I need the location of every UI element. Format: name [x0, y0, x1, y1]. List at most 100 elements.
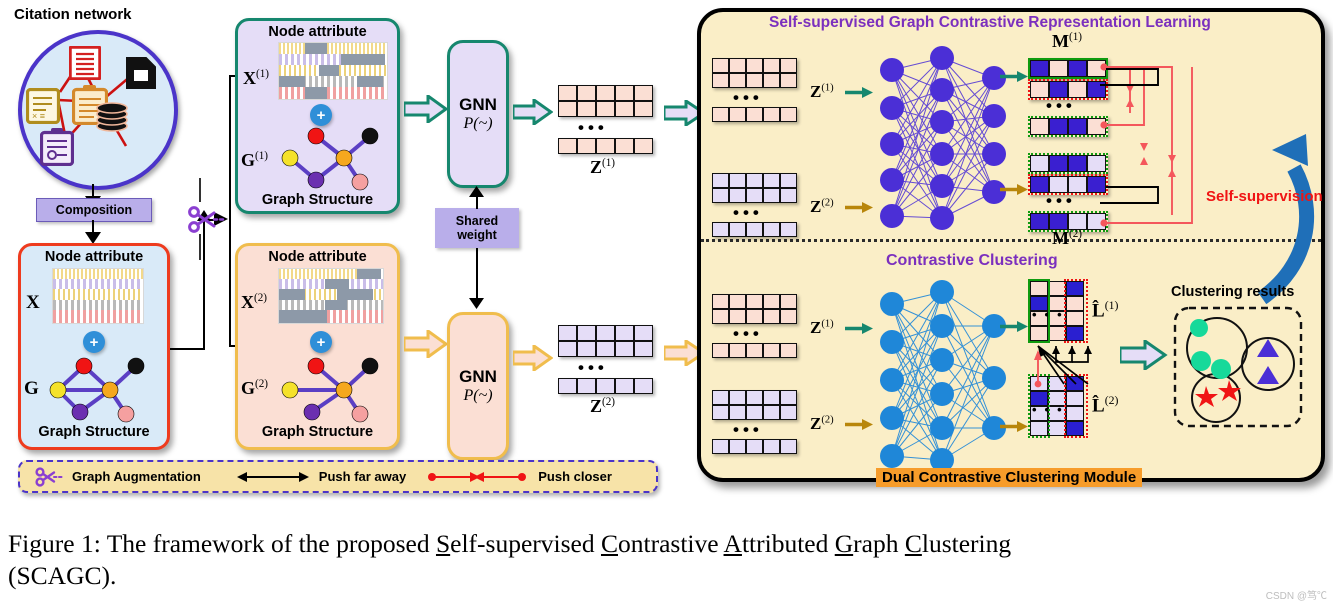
- cc-z1-ellipsis: •••: [733, 324, 763, 343]
- mlp-top: [880, 46, 1006, 230]
- plus-icon-original: +: [83, 331, 105, 353]
- cc-z2-label: Z(2): [810, 414, 834, 433]
- arrow-mlp-bottom-l2: [1000, 421, 1028, 432]
- arrow-cc-z2: [845, 419, 873, 430]
- m2-ellipsis: •••: [1046, 191, 1076, 210]
- view1-graph-structure: [281, 127, 379, 191]
- ss-z1-row-2: [712, 73, 797, 88]
- z1-matrix-row-2: [558, 101, 653, 117]
- original-attribute-matrix: [52, 268, 144, 324]
- block-arrow-z2-module: [664, 340, 706, 366]
- block-arrow-view2-gnn: [404, 330, 448, 358]
- block-arrow-clustering-results: [1120, 340, 1168, 370]
- legend-label-push-far: Push far away: [318, 469, 407, 484]
- csdn-watermark: CSDN @笃℃: [1265, 591, 1327, 602]
- view2-node-attribute-title: Node attribute: [268, 249, 367, 265]
- m1-row-last: [1028, 116, 1108, 137]
- clipboard-icon-purple: [40, 128, 74, 166]
- legend-label-push-closer: Push closer: [538, 469, 612, 484]
- document-icon-red: [69, 46, 101, 80]
- clustering-wiring: [1034, 345, 1092, 388]
- z2-matrix-row-1: [558, 325, 653, 341]
- view2-split-line: [229, 240, 232, 347]
- ss-z2-row-1: [712, 173, 797, 188]
- l2-matrix: •••: [1028, 374, 1088, 438]
- cc-z1-row-2: [712, 309, 797, 324]
- m1-row-1: [1028, 58, 1108, 79]
- bottom-section-title: Contrastive Clustering: [886, 252, 1058, 269]
- caption-line2: (SCAGC).: [8, 561, 117, 591]
- arrow-line-original: [92, 220, 95, 236]
- arrow-mlp-top-m2: [1000, 184, 1028, 195]
- dual-contrastive-clustering-module: [697, 8, 1325, 482]
- caption-c2: C: [904, 529, 922, 558]
- double-arrow-black-icon: [236, 471, 309, 482]
- scissors-cut-line-bottom: [199, 234, 202, 260]
- view2-attribute-matrix: [278, 268, 384, 324]
- z2-label: Z(2): [590, 396, 616, 416]
- view1-node-attribute-title: Node attribute: [268, 24, 367, 40]
- caption-c-rest: ontrastive: [618, 529, 724, 558]
- arrow-line-composition: [92, 184, 95, 200]
- l1-matrix: •••: [1028, 279, 1088, 343]
- contrastive-wiring-top: [1100, 63, 1193, 227]
- z1-ellipsis: •••: [578, 118, 608, 137]
- l2-label: L̂(2): [1092, 394, 1119, 417]
- view2-attr-symbol: X(2): [241, 292, 268, 312]
- arrow-ss-z1: [845, 87, 873, 98]
- caption-g: G: [834, 529, 854, 558]
- z2-matrix-row-last: [558, 378, 653, 394]
- view1-attribute-matrix: [278, 42, 388, 100]
- caption-a: A: [723, 529, 742, 558]
- original-graph-symbol: G: [24, 378, 39, 399]
- composition-label: Composition: [55, 203, 133, 217]
- legend-label-augmentation: Graph Augmentation: [72, 469, 201, 484]
- clustering-results-title: Clustering results: [1171, 284, 1295, 300]
- arrow-cc-z1: [845, 323, 873, 334]
- z1-label: Z(1): [590, 157, 616, 177]
- mlp-bottom: [880, 280, 1006, 472]
- books-stack-icon: [96, 102, 128, 132]
- view1-graph-structure-title: Graph Structure: [261, 192, 374, 208]
- z2-matrix-row-2: [558, 341, 653, 357]
- ss-z2-row-last: [712, 222, 797, 237]
- cc-z2-ellipsis: •••: [733, 420, 763, 439]
- view2-graph-structure-title: Graph Structure: [261, 424, 374, 440]
- ss-z1-label: Z(1): [810, 82, 834, 101]
- branch-line-scissors: [203, 219, 217, 222]
- block-arrow-gnn2-z2: [513, 345, 553, 371]
- plus-icon-view2: +: [310, 331, 332, 353]
- scissors-cut-line-top: [199, 178, 202, 202]
- figure-caption: Figure 1: The framework of the proposed …: [8, 528, 1328, 592]
- module-divider: [701, 239, 1321, 242]
- figure-canvas: Citation network × ≡: [14, 6, 1325, 493]
- caption-pre: Figure 1: The framework of the proposed: [8, 529, 436, 558]
- arrow-ss-z2: [845, 202, 873, 213]
- shared-weight-line-down: [476, 248, 479, 300]
- original-graph-structure-title: Graph Structure: [38, 424, 150, 440]
- m1-row-2: [1028, 79, 1108, 100]
- scissors-icon: [188, 206, 226, 233]
- original-node-attribute-title: Node attribute: [44, 249, 144, 265]
- gnn-sublabel-2: P(~): [463, 387, 493, 404]
- block-arrow-z1-module: [664, 100, 706, 126]
- m2-label: M(2): [1052, 228, 1083, 248]
- caption-s-rest: elf-supervised: [450, 529, 601, 558]
- legend-strip: Graph Augmentation Push far away Push cl…: [18, 460, 658, 493]
- z1-matrix-row-last: [558, 138, 653, 154]
- composition-box: Composition: [36, 198, 152, 222]
- caption-s: S: [435, 529, 451, 558]
- view2-graph-structure: [281, 357, 379, 423]
- l1-col-highlight-red: [1064, 279, 1088, 343]
- view1-graph-symbol: G(1): [241, 150, 269, 170]
- m2-row-1: [1028, 153, 1108, 174]
- citation-network-title: Citation network: [14, 6, 132, 23]
- shared-weight-box: Shared weight: [435, 208, 519, 248]
- l1-label: L̂(1): [1092, 299, 1119, 322]
- ss-z2-row-2: [712, 188, 797, 203]
- cc-z2-row-2: [712, 405, 797, 420]
- caption-g-rest: raph: [853, 529, 905, 558]
- gnn-encoder-view1: GNN P(~): [447, 40, 509, 188]
- arrowhead-down-original: [85, 232, 101, 244]
- block-arrow-gnn1-z1: [513, 99, 553, 125]
